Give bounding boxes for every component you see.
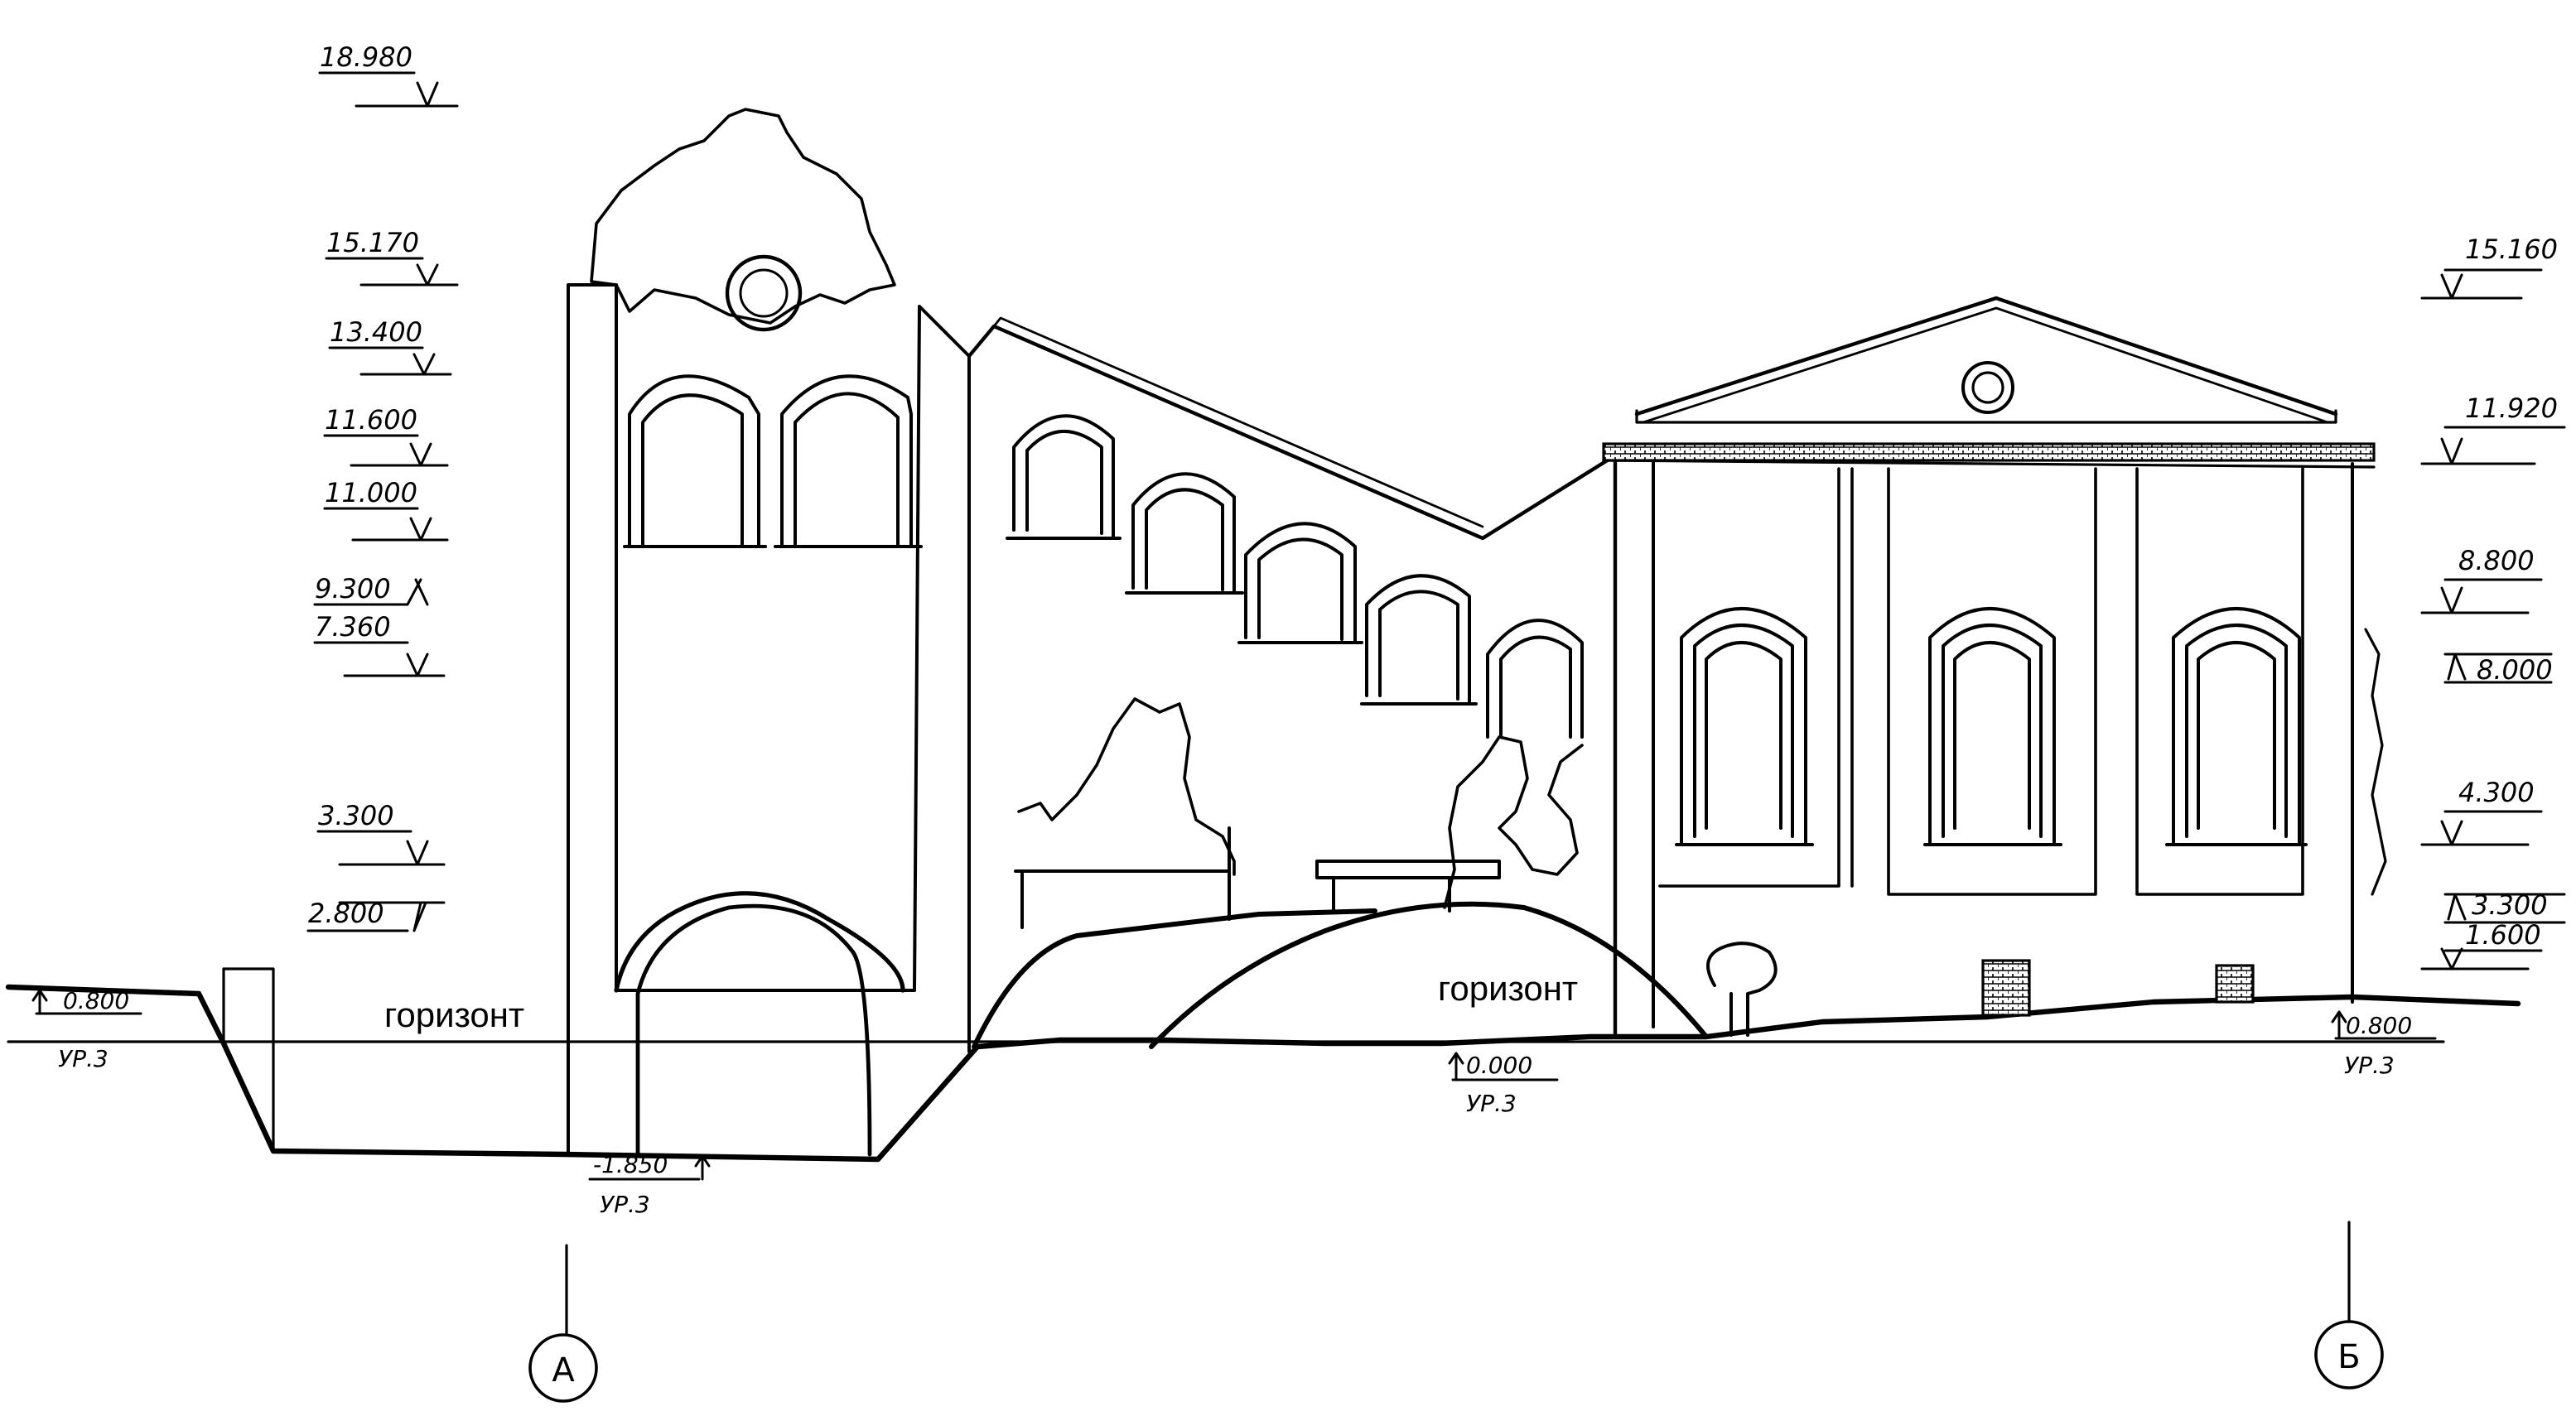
tower-round-window xyxy=(725,254,803,332)
level-sub-right: УР.3 xyxy=(2344,1052,2395,1079)
axis-b-label: Б xyxy=(2337,1338,2360,1376)
level-mark-left: 0.800 xyxy=(63,987,129,1014)
pediment xyxy=(1634,296,2338,417)
level-mark: 13.400 xyxy=(330,316,422,348)
level-sub-tower: УР.3 xyxy=(600,1191,650,1218)
level-mark: 3.300 xyxy=(318,800,394,831)
axis-a-label: А xyxy=(552,1351,575,1390)
level-mark: 11.600 xyxy=(325,404,417,436)
tower-brick-crown xyxy=(590,108,896,325)
level-mark: 7.360 xyxy=(315,611,391,643)
tower xyxy=(567,108,971,1157)
tree-stump xyxy=(1706,942,1778,1037)
right-building xyxy=(1602,296,2387,1038)
level-mark-right: 0.800 xyxy=(2346,1012,2412,1039)
middle-window-4 xyxy=(1360,574,1478,706)
tower-window-2 xyxy=(774,374,923,548)
right-elevation-marks: 15.160 11.920 8.800 8.000 4.300 3.300 1.… xyxy=(2420,234,2566,970)
left-elevation-marks: 18.980 15.170 13.400 11.600 11.000 9.300… xyxy=(306,41,459,932)
middle-wall xyxy=(967,316,1618,929)
level-mark: 11.000 xyxy=(325,477,417,508)
right-window-1 xyxy=(1675,607,1814,846)
basement-vent-2 xyxy=(2215,964,2255,1004)
ruin-outline-1 xyxy=(1017,697,1236,876)
right-window-3 xyxy=(2165,607,2308,846)
pediment-oculus xyxy=(1961,361,2014,414)
level-mark: 8.800 xyxy=(2458,545,2535,576)
horizon-label-left: горизонт xyxy=(384,995,524,1034)
horizon-label-center: горизонт xyxy=(1438,969,1578,1008)
middle-window-1 xyxy=(1006,414,1122,540)
ruin-outline-2 xyxy=(1443,735,1584,909)
axis-marker-b: Б xyxy=(2314,1221,2384,1390)
right-window-2 xyxy=(1923,607,2062,846)
tower-arch-doorway xyxy=(614,891,905,993)
level-sub-left: УР.3 xyxy=(58,1045,109,1072)
middle-window-3 xyxy=(1237,522,1363,644)
middle-window-2 xyxy=(1125,472,1244,595)
tower-window-1 xyxy=(623,374,767,548)
basement-vent-1 xyxy=(1981,959,2031,1017)
ground-level-marks: 0.800 УР.3 -1.850 УР.3 0.000 УР.3 0.800 … xyxy=(31,987,2437,1218)
stone-bench xyxy=(1315,860,1501,913)
right-wall-damage xyxy=(2364,628,2387,896)
axis-marker-a: А xyxy=(528,1244,598,1403)
cornice xyxy=(1602,442,2376,462)
level-mark: 15.160 xyxy=(2465,234,2558,265)
level-sub-center: УР.3 xyxy=(1466,1090,1517,1117)
level-mark-tower: -1.850 xyxy=(593,1151,668,1178)
level-mark: 11.920 xyxy=(2465,393,2558,424)
level-mark-center: 0.000 xyxy=(1466,1052,1532,1079)
level-mark: 4.300 xyxy=(2458,777,2535,808)
level-mark: 8.000 xyxy=(2477,654,2553,686)
level-mark: 9.300 xyxy=(315,573,391,604)
level-mark: 18.980 xyxy=(320,41,412,73)
middle-window-5 xyxy=(1486,619,1584,739)
level-mark: 15.170 xyxy=(326,227,419,258)
level-mark: 1.600 xyxy=(2465,919,2541,951)
